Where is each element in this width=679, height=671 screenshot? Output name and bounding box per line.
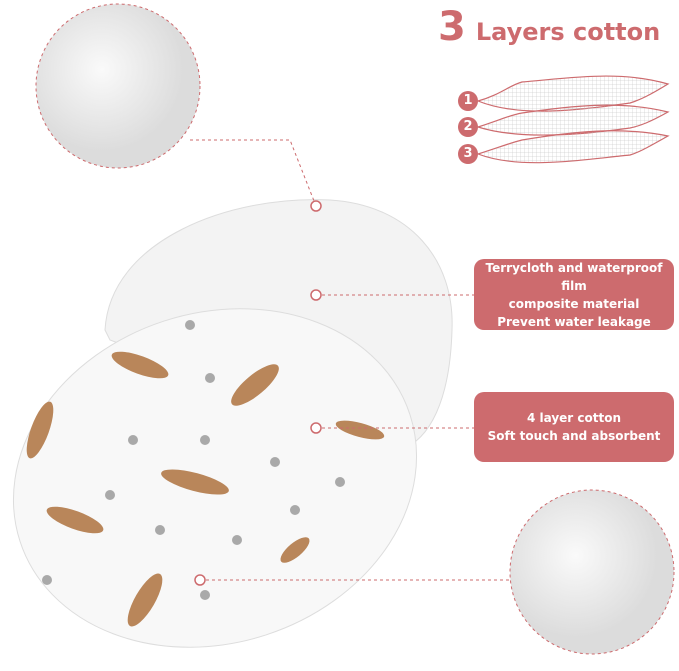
layer-badge-2: 2 — [458, 117, 478, 137]
dog-pattern — [26, 351, 385, 627]
paw-pattern — [42, 320, 345, 600]
feature-line: 4 layer cotton — [526, 411, 622, 425]
feature-box-terrycloth: Terrycloth and waterproof film composite… — [474, 259, 674, 330]
feature-line: composite material — [508, 296, 640, 311]
muslin-closeup — [509, 489, 675, 655]
layer-badge-3: 3 — [458, 144, 478, 164]
layers-title-text: Layers cotton — [475, 18, 661, 46]
layers-diagram — [475, 75, 670, 164]
cotton-pad — [12, 308, 418, 648]
layers-number: 3 — [438, 4, 466, 50]
feature-line: Soft touch and absorbent — [487, 429, 661, 443]
layers-title: 3 Layers cotton — [438, 4, 660, 50]
feature-line: Terrycloth and waterproof film — [485, 260, 663, 293]
layer-badge-1: 1 — [458, 91, 478, 111]
feature-line: Prevent water leakage — [497, 314, 651, 329]
terrycloth-closeup — [35, 3, 201, 169]
feature-box-cotton: 4 layer cotton Soft touch and absorbent — [474, 392, 674, 462]
